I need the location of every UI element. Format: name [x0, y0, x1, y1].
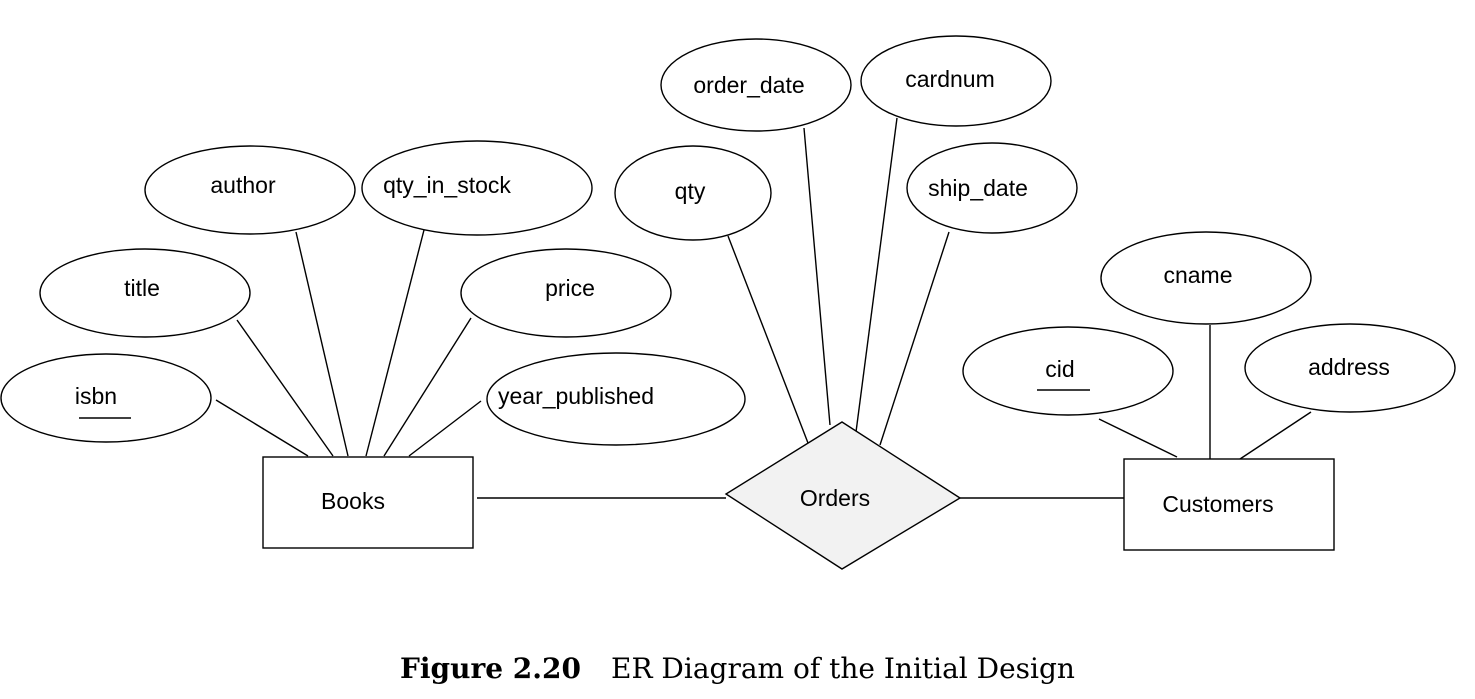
attribute-isbn: isbn — [0, 353, 212, 443]
attribute-cname: cname — [1100, 231, 1312, 325]
attribute-qty: qty — [614, 145, 772, 241]
connector-qty-orders — [727, 235, 809, 444]
connector-qty-in-stock-books — [365, 229, 425, 457]
connector-address-customers — [1239, 411, 1312, 460]
attribute-cardnum: cardnum — [860, 35, 1052, 127]
attribute-qty-in-stock: qty_in_stock — [361, 140, 593, 236]
figure-caption: Figure 2.20 ER Diagram of the Initial Des… — [0, 652, 1475, 685]
attribute-year-published: year_published — [486, 352, 746, 446]
entity-customers: Customers — [1123, 458, 1335, 551]
entity-customers-label: Customers — [1162, 491, 1273, 517]
attribute-price-label: price — [545, 275, 595, 301]
connector-price-books — [383, 317, 472, 457]
figure-number: Figure 2.20 — [400, 652, 581, 685]
attribute-title: title — [39, 248, 251, 338]
attribute-isbn-label: isbn — [75, 383, 117, 409]
attribute-price: price — [460, 248, 672, 338]
attribute-year-published-label: year_published — [498, 383, 654, 409]
attribute-qty-in-stock-label: qty_in_stock — [383, 172, 511, 198]
attribute-cid-label: cid — [1045, 356, 1074, 382]
attribute-cardnum-label: cardnum — [905, 66, 994, 92]
entity-books-label: Books — [321, 488, 385, 514]
entity-books: Books — [262, 456, 474, 549]
attribute-ship-date-label: ship_date — [928, 175, 1028, 201]
attribute-address: address — [1244, 323, 1456, 413]
connector-title-books — [236, 319, 334, 457]
connector-year-published-books — [408, 400, 482, 457]
attribute-order-date: order_date — [660, 38, 852, 132]
figure-caption-text: ER Diagram of the Initial Design — [611, 652, 1075, 685]
attribute-cname-label: cname — [1163, 262, 1232, 288]
attribute-cid: cid — [962, 326, 1174, 416]
relationship-orders-label: Orders — [800, 485, 870, 511]
er-diagram: Books Customers Orders isbn title author… — [0, 35, 1456, 570]
attribute-qty-label: qty — [675, 178, 706, 204]
attribute-title-label: title — [124, 275, 160, 301]
connector-cid-customers — [1098, 418, 1178, 458]
connector-isbn-books — [215, 399, 309, 457]
connector-author-books — [295, 231, 349, 457]
attribute-author-label: author — [210, 172, 276, 198]
attribute-ship-date: ship_date — [906, 142, 1078, 234]
connector-cardnum-orders — [855, 117, 898, 433]
connector-ship-date-orders — [879, 231, 950, 446]
attribute-author: author — [144, 145, 356, 235]
attribute-order-date-label: order_date — [693, 72, 804, 98]
connector-order-date-orders — [803, 127, 831, 426]
attribute-address-label: address — [1308, 354, 1390, 380]
relationship-orders: Orders — [724, 421, 962, 570]
